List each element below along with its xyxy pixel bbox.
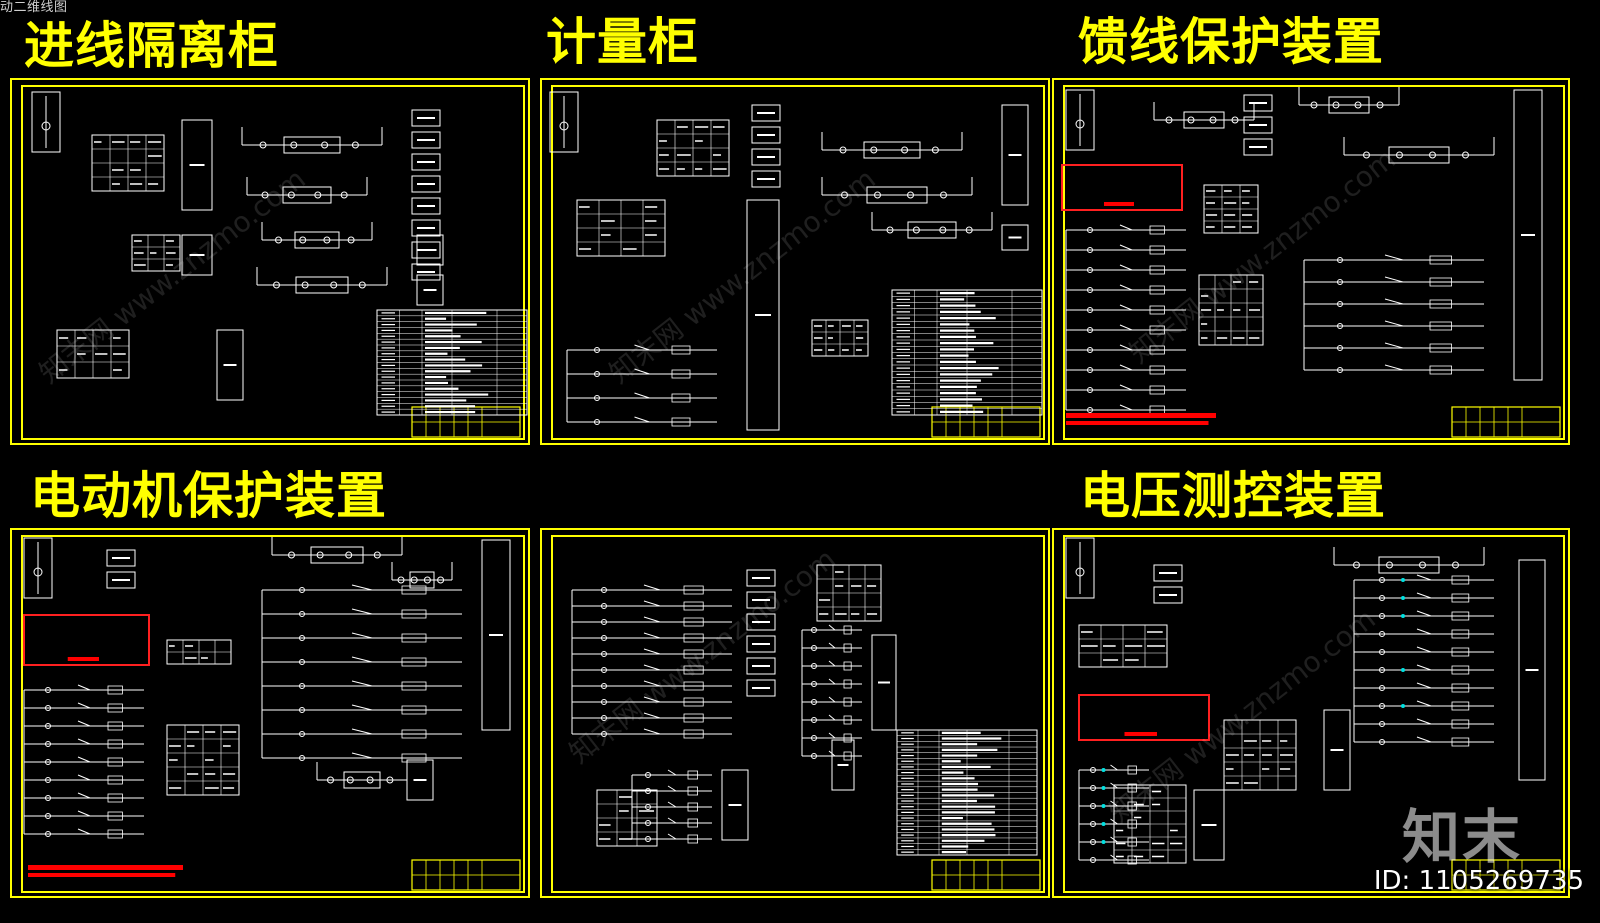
schematic-unlabeled [551,535,1045,893]
panel-title-feeder: 馈线保护装置 [1078,13,1384,71]
drawing-panel-feeder[interactable] [1052,78,1570,445]
drawing-caption: 动二维线图 [0,0,68,15]
drawing-panel-voltage[interactable] [1052,528,1570,898]
schematic-incoming [21,85,528,440]
panel-title-motor: 电动机保护装置 [30,467,387,525]
watermark-logo: 知末 [1401,803,1522,871]
drawing-panel-motor[interactable] [10,528,530,898]
drawing-panel-incoming[interactable] [10,78,530,445]
panel-title-metering: 计量柜 [546,13,699,71]
schematic-voltage [1063,535,1565,893]
schematic-motor [21,535,525,893]
panel-title-voltage: 电压测控装置 [1080,467,1386,525]
drawing-panel-blank[interactable] [540,528,1050,898]
schematic-feeder [1061,85,1565,440]
panel-title-incoming: 进线隔离柜 [24,17,279,75]
drawing-panel-metering[interactable] [540,78,1050,445]
schematic-metering [549,85,1045,440]
watermark-id: ID: 1105269735 [1373,866,1584,896]
